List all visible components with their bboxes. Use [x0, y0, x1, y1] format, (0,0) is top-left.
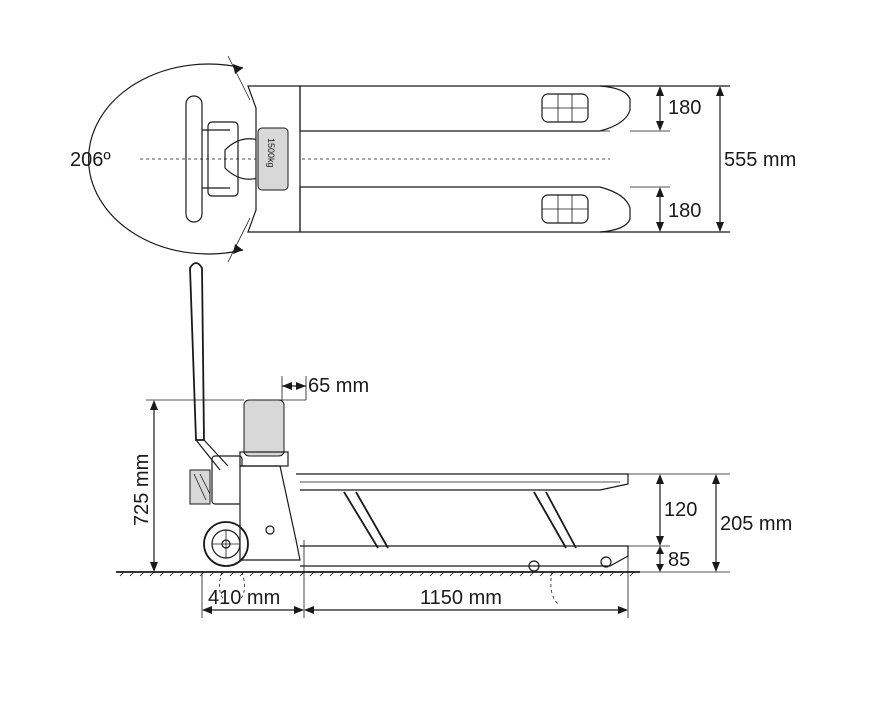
handle-offset-label: 65 mm	[308, 375, 369, 397]
steer-wheel-side	[203, 521, 249, 567]
max-height-label: 205 mm	[720, 513, 792, 535]
side-view: 65 mm 725 mm 120 85 205 mm 410 mm 1150 m…	[116, 262, 792, 618]
height-label: 725 mm	[131, 454, 153, 526]
steering-angle-label: 206º	[70, 149, 111, 171]
fork-side	[219, 473, 629, 605]
lift-height-label: 120	[664, 499, 697, 521]
pump-cylinder	[211, 455, 243, 505]
top-view: 1500kg	[70, 55, 796, 263]
handle-side	[189, 262, 205, 441]
lowered-height-label: 85	[668, 549, 690, 571]
scale-label: 1500kg	[266, 138, 276, 168]
scale-display-side	[243, 399, 285, 457]
fork-upper-top	[299, 85, 730, 132]
dimension-lines-side	[146, 376, 730, 618]
handle-top	[185, 95, 203, 223]
fork-length-label: 1150 mm	[420, 587, 502, 609]
overall-width-label: 555 mm	[724, 149, 796, 171]
fork-width-upper-label: 180	[668, 97, 701, 119]
steering-arc	[88, 63, 244, 255]
chassis-side	[239, 465, 301, 561]
scale-display-top	[257, 127, 289, 191]
rear-length-label: 410 mm	[208, 587, 280, 609]
dimension-lines-top	[630, 85, 730, 233]
fork-lower-top	[299, 186, 730, 233]
fork-width-lower-label: 180	[668, 200, 701, 222]
